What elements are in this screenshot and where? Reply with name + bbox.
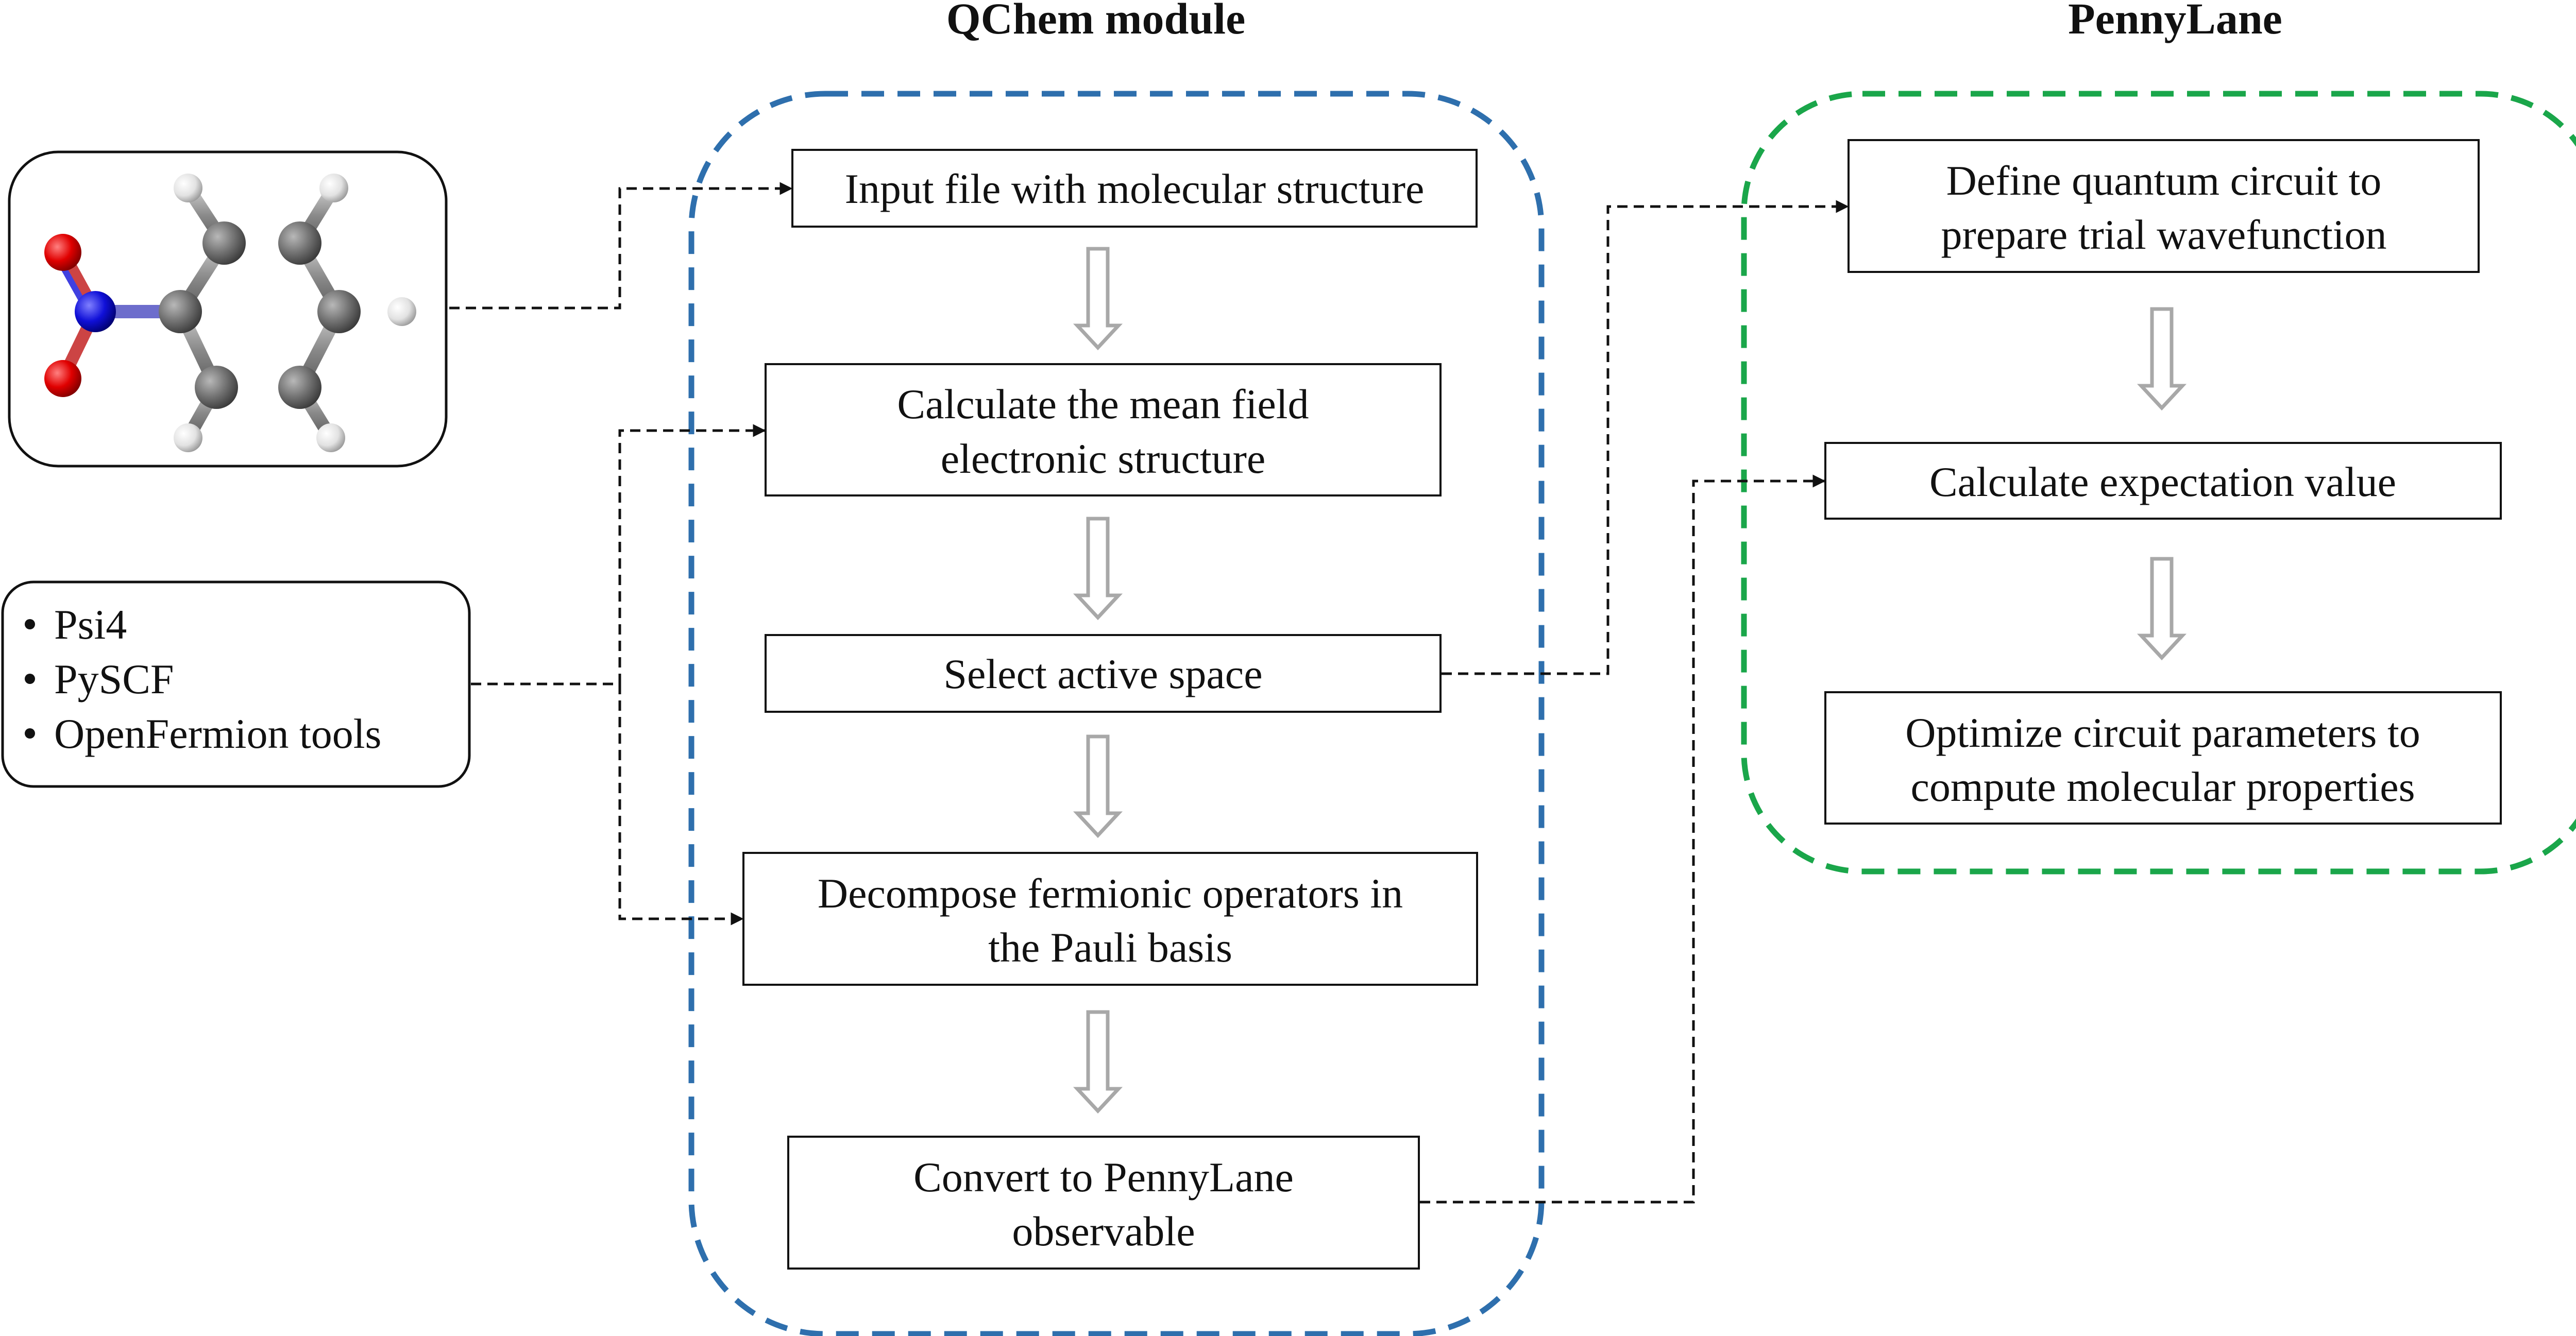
tools-card: Psi4 PySCF OpenFermion tools [1, 580, 471, 788]
pennylane-step-optimize: Optimize circuit parameters to compute m… [1824, 691, 2502, 825]
qchem-step-label: Calculate the mean field [897, 381, 1309, 427]
pennylane-step-label: prepare trial wavefunction [1941, 211, 2386, 258]
nitrobenzene-molecule-icon [44, 174, 416, 452]
qchem-step-label: Decompose fermionic operators in [818, 870, 1403, 917]
tools-list-item-label: OpenFermion tools [54, 710, 381, 757]
qchem-step-mean-field: Calculate the mean field electronic stru… [765, 363, 1442, 496]
pennylane-step-label: compute molecular properties [1910, 763, 2415, 810]
flow-down-arrow [2137, 557, 2187, 661]
connector-molecule-to-input [449, 182, 793, 310]
qchem-step-label: electronic structure [941, 435, 1266, 482]
tools-list-item-label: Psi4 [54, 601, 127, 648]
qchem-step-input-file: Input file with molecular structure [791, 149, 1478, 228]
qchem-module-title: QChem module [946, 0, 1246, 43]
flow-down-arrow [1073, 1010, 1123, 1114]
qchem-step-label: the Pauli basis [988, 924, 1232, 971]
tools-list: Psi4 PySCF OpenFermion tools [25, 601, 381, 757]
connector-tools-to-decompose [618, 684, 744, 926]
qchem-step-label: observable [1012, 1208, 1195, 1255]
tools-list-item-label: PySCF [54, 656, 174, 703]
qchem-step-active-space: Select active space [765, 634, 1442, 713]
pennylane-step-label: Optimize circuit parameters to [1905, 709, 2420, 756]
pennylane-step-label: Calculate expectation value [1929, 458, 2396, 505]
molecule-card [8, 150, 448, 468]
qchem-step-convert: Convert to PennyLane observable [787, 1136, 1420, 1270]
connector-active-space-to-circuit [1442, 200, 1849, 675]
tools-list-item: Psi4 [25, 601, 127, 648]
tools-list-item: OpenFermion tools [25, 710, 381, 757]
pennylane-step-define-circuit: Define quantum circuit to prepare trial … [1848, 139, 2480, 273]
flow-down-arrow [1073, 247, 1123, 351]
qchem-step-label: Select active space [943, 650, 1262, 697]
qchem-step-label: Input file with molecular structure [845, 165, 1425, 212]
qchem-step-label: Convert to PennyLane [913, 1154, 1294, 1201]
pennylane-step-expectation: Calculate expectation value [1824, 442, 2502, 520]
qchem-step-decompose: Decompose fermionic operators in the Pau… [742, 852, 1478, 986]
connector-tools-to-mean-field [618, 424, 766, 684]
tools-list-item: PySCF [25, 656, 174, 703]
pennylane-step-label: Define quantum circuit to [1946, 157, 2382, 204]
flow-down-arrow [1073, 517, 1123, 621]
flow-down-arrow [2137, 307, 2187, 411]
pennylane-group [1741, 91, 2576, 875]
pennylane-title: PennyLane [2068, 0, 2282, 43]
connector-observable-to-expectation [1420, 474, 1826, 1204]
flow-down-arrow [1073, 734, 1123, 838]
qchem-module-group [688, 91, 1545, 1336]
